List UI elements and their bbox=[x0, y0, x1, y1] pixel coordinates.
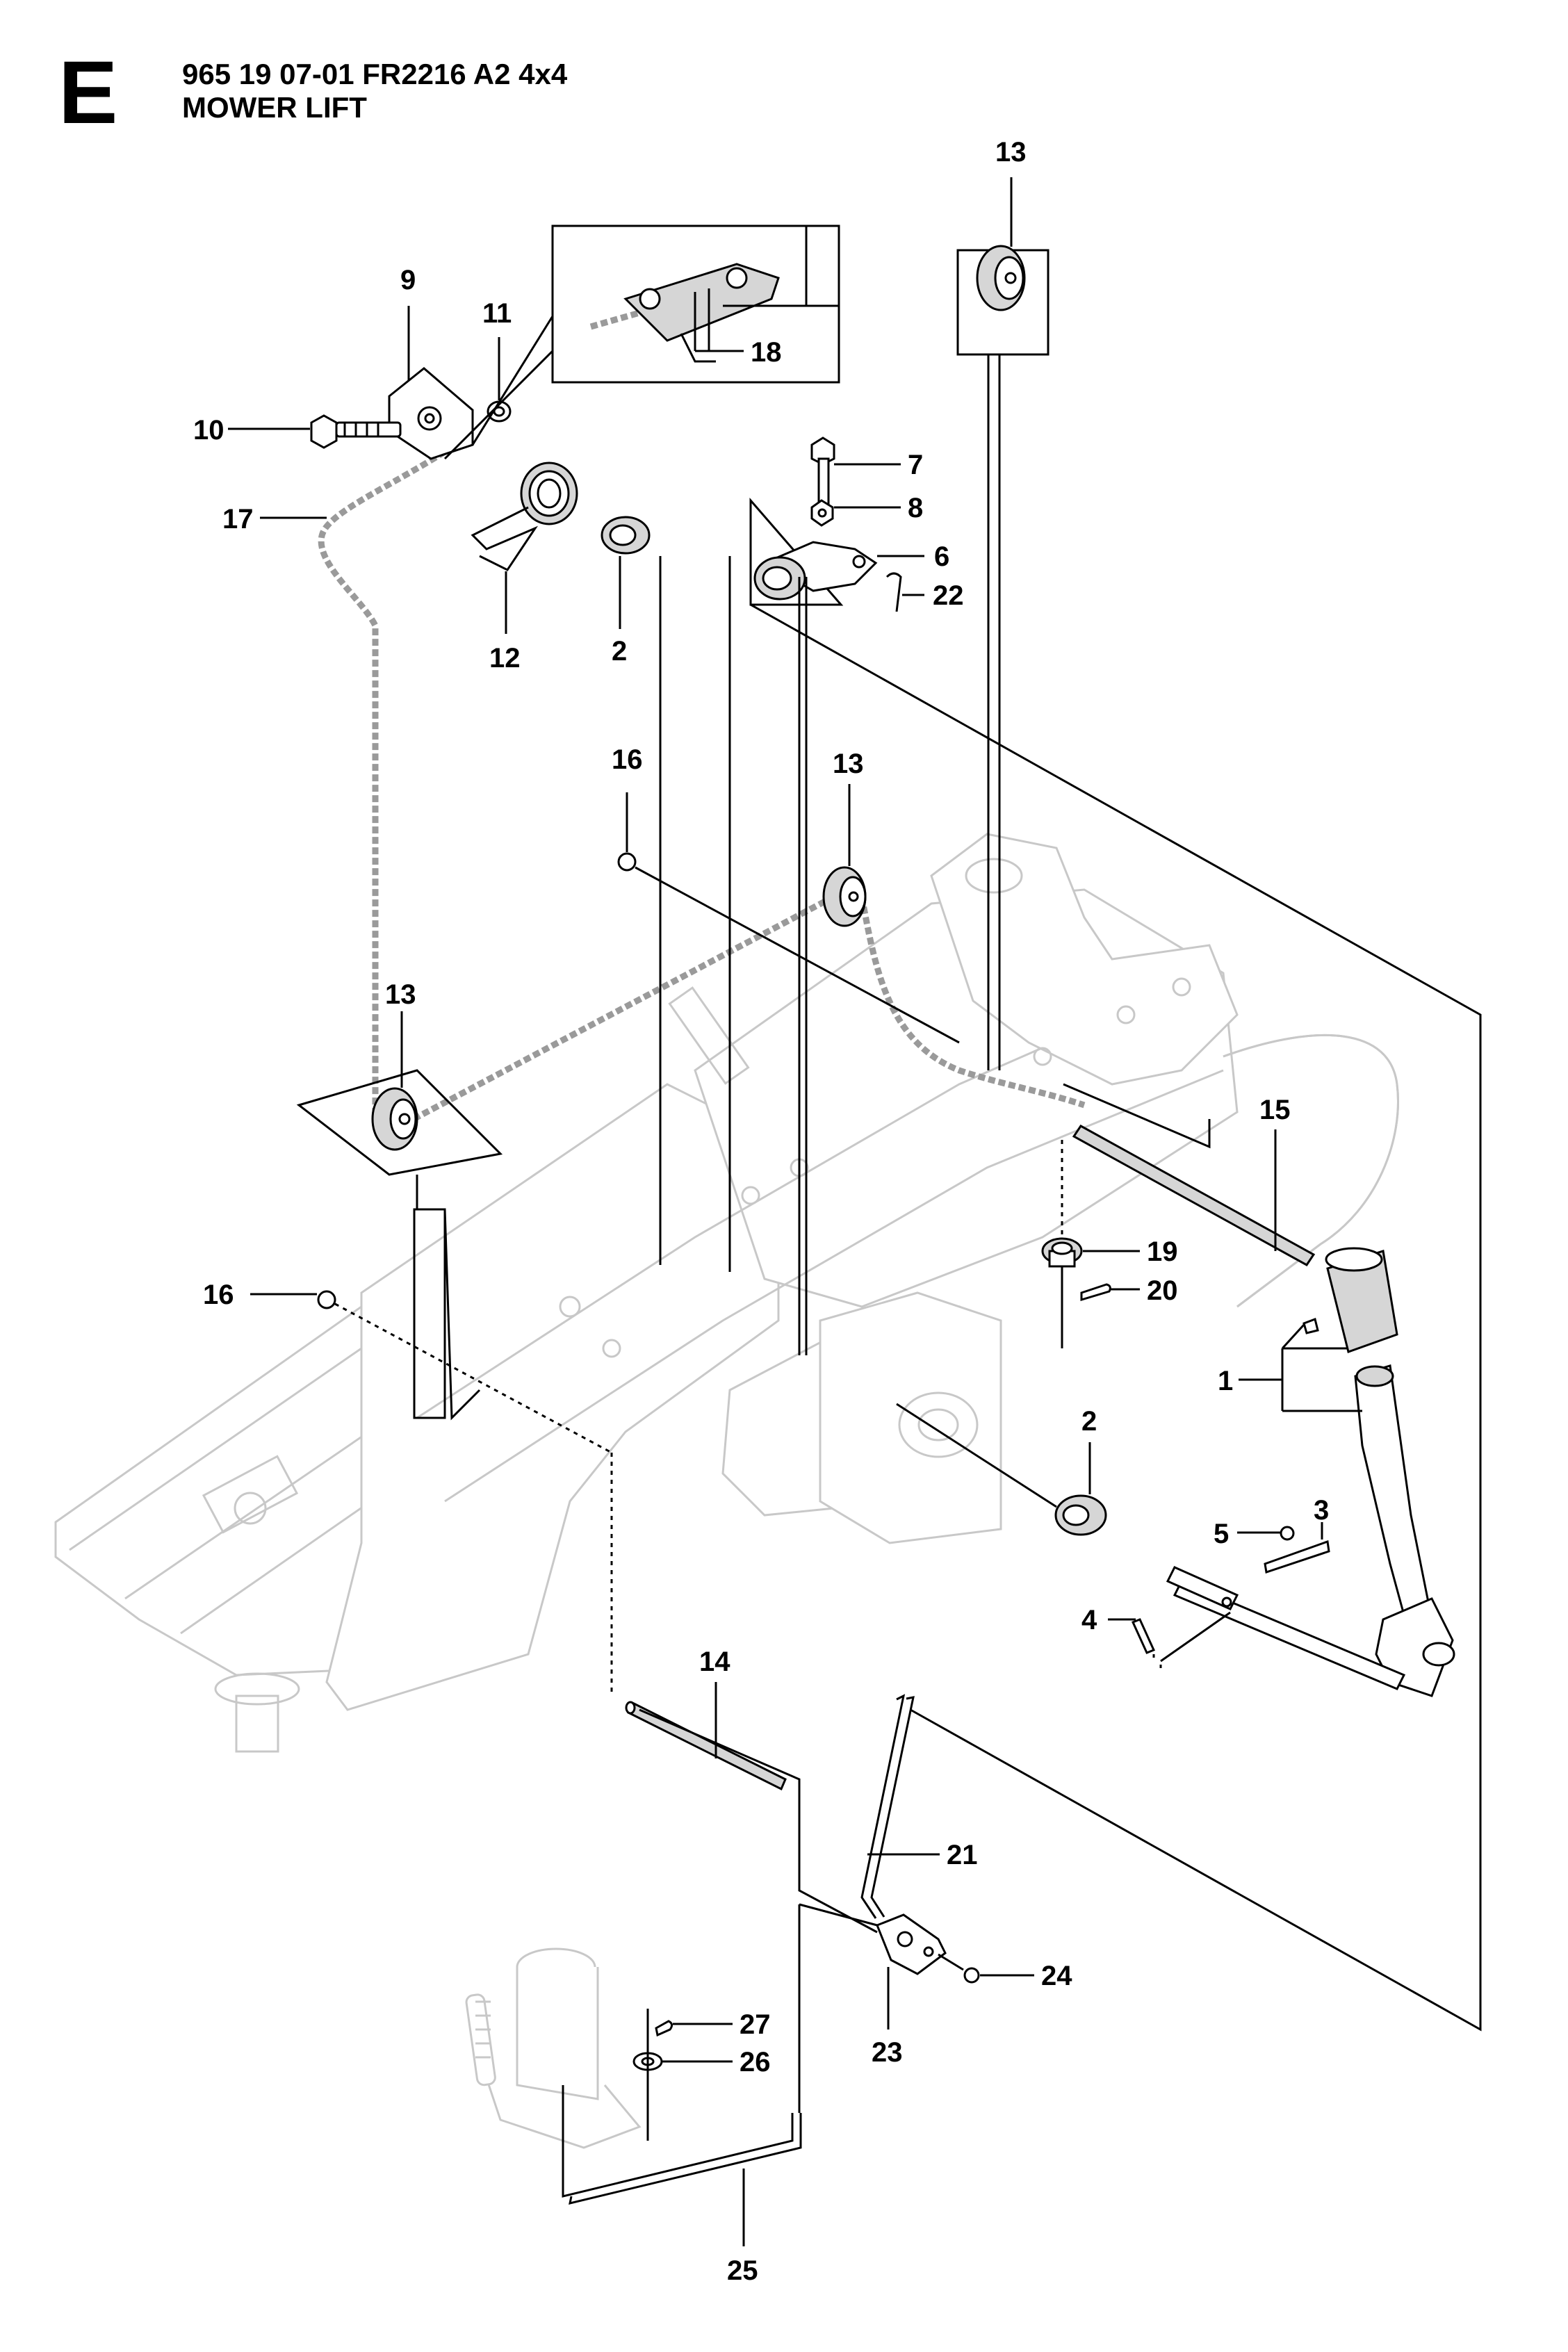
bushing-2-lower bbox=[1054, 1494, 1107, 1536]
callout-13: 13 bbox=[995, 137, 1027, 168]
cotter-pin-20 bbox=[1080, 1283, 1111, 1302]
retaining-clip-16-left bbox=[317, 1290, 336, 1309]
callout-20: 20 bbox=[1147, 1275, 1178, 1306]
callout-11: 11 bbox=[482, 298, 512, 329]
callout-16: 16 bbox=[612, 744, 643, 775]
bolt-10 bbox=[310, 414, 402, 449]
callout-2: 2 bbox=[612, 636, 627, 667]
pin-27 bbox=[655, 2020, 673, 2037]
pivot-rod-14 bbox=[625, 1701, 787, 1791]
lift-arm-bracket-6 bbox=[749, 497, 878, 606]
callout-17: 17 bbox=[222, 504, 254, 534]
deck-lift-rod-25 bbox=[562, 2113, 802, 2205]
nut-11 bbox=[487, 400, 512, 423]
callout-19: 19 bbox=[1147, 1236, 1178, 1267]
bushing-19 bbox=[1041, 1237, 1083, 1268]
torsion-spring-12 bbox=[471, 462, 578, 571]
pulley-13-left bbox=[296, 1069, 503, 1176]
leader-lines bbox=[228, 177, 1482, 2246]
callout-15: 15 bbox=[1259, 1095, 1291, 1125]
callout-13: 13 bbox=[385, 979, 416, 1010]
callout-6: 6 bbox=[934, 541, 949, 572]
callout-8: 8 bbox=[908, 493, 923, 523]
lift-lever-plate-23 bbox=[876, 1913, 947, 1975]
rear-tower bbox=[930, 833, 1239, 1086]
callout-5: 5 bbox=[1214, 1519, 1229, 1549]
bushing-2-top bbox=[601, 516, 651, 555]
cotter-pin-22 bbox=[885, 572, 902, 612]
retaining-clip-24 bbox=[963, 1967, 980, 1984]
lift-lever-handle-1 bbox=[1302, 1247, 1455, 1697]
front-bracket bbox=[819, 1291, 1002, 1544]
screw-5 bbox=[1280, 1526, 1295, 1541]
callout-9: 9 bbox=[400, 265, 416, 295]
callout-2: 2 bbox=[1081, 1406, 1097, 1437]
callout-13: 13 bbox=[833, 749, 864, 779]
callout-23: 23 bbox=[872, 2037, 903, 2068]
bolt-7 bbox=[810, 436, 835, 509]
callout-22: 22 bbox=[933, 580, 964, 611]
callout-18: 18 bbox=[751, 337, 782, 368]
callout-4: 4 bbox=[1081, 1605, 1097, 1635]
callout-12: 12 bbox=[489, 643, 521, 673]
diagram-header: E 965 19 07-01 FR2216 A2 4x4 MOWER LIFT bbox=[0, 0, 1568, 139]
frame-rail-left bbox=[325, 1083, 780, 1711]
lift-link-rod-21 bbox=[860, 1694, 915, 1919]
tractor-frame-ghost bbox=[54, 833, 1399, 1753]
callout-21: 21 bbox=[947, 1840, 978, 1870]
pivot-rod-15 bbox=[1072, 1125, 1316, 1266]
callout-16: 16 bbox=[203, 1280, 234, 1310]
callout-7: 7 bbox=[908, 450, 923, 480]
diagram-title: MOWER LIFT bbox=[182, 91, 367, 124]
callout-10: 10 bbox=[193, 415, 224, 446]
callout-27: 27 bbox=[740, 2009, 771, 2040]
section-letter: E bbox=[58, 43, 118, 142]
callout-24: 24 bbox=[1041, 1961, 1072, 1991]
model-number: 965 19 07-01 FR2216 A2 4x4 bbox=[182, 58, 568, 90]
pulley-13-top bbox=[956, 245, 1050, 356]
callout-25: 25 bbox=[727, 2255, 758, 2286]
detail-inset-18 bbox=[443, 224, 840, 460]
lift-chain bbox=[318, 449, 1086, 1122]
retaining-clip-16-top bbox=[617, 852, 637, 872]
callout-14: 14 bbox=[699, 1647, 730, 1677]
pulley-13-middle bbox=[822, 866, 867, 927]
roll-pin-4 bbox=[1131, 1618, 1156, 1654]
chain-bracket-9 bbox=[388, 367, 474, 460]
callout-labels: 13 9 11 18 10 7 8 17 6 22 12 2 16 13 13 … bbox=[193, 137, 1329, 2286]
deck-lift-bracket-ghost bbox=[465, 1947, 642, 2149]
nut-8 bbox=[810, 499, 834, 527]
lift-shaft-3 bbox=[1166, 1540, 1406, 1690]
callout-26: 26 bbox=[740, 2047, 771, 2077]
callout-3: 3 bbox=[1314, 1495, 1329, 1526]
callout-1: 1 bbox=[1218, 1366, 1233, 1396]
